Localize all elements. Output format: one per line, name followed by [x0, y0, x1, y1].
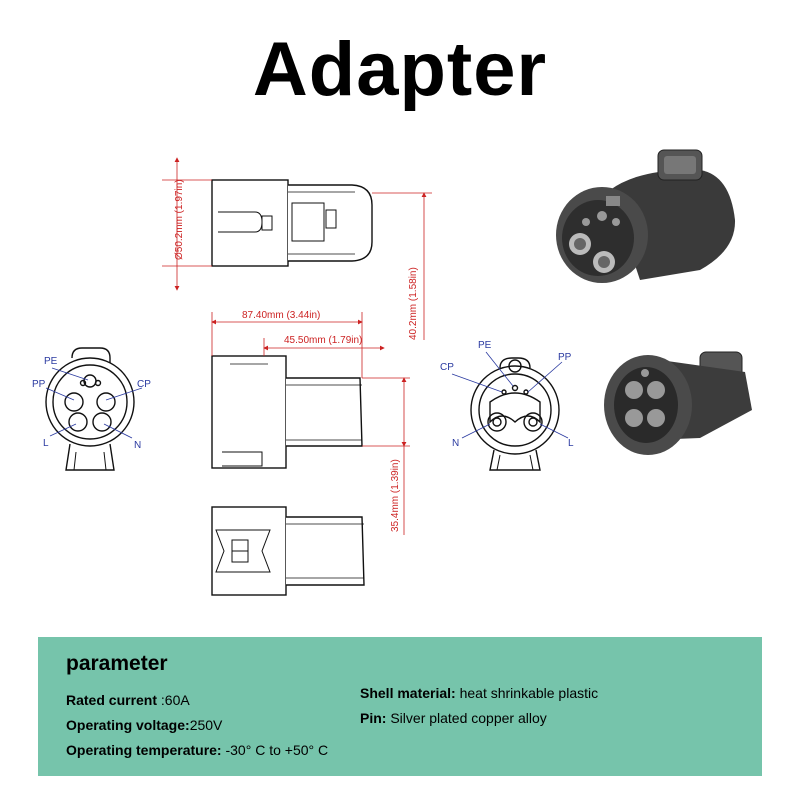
side-view-middle [211, 355, 363, 469]
front-view-left [45, 347, 135, 471]
voltage-row: Operating voltage:250V [66, 717, 222, 733]
pin-label-pe-left: PE [44, 356, 58, 367]
side-view-top [211, 179, 373, 267]
pin-label-pp-right: PP [558, 352, 572, 363]
side-view-bottom [211, 506, 365, 596]
dim-diameter: Ø50.2mm (1.97in) [174, 179, 185, 260]
front-view-right [470, 357, 560, 471]
rated-current-value: :60A [157, 692, 190, 708]
dimension-lines-top [162, 157, 432, 340]
pin-label-pe-right: PE [478, 340, 492, 351]
voltage-label: Operating voltage: [66, 717, 190, 733]
dim-part-length: 45.50mm (1.79in) [284, 335, 362, 346]
dimension-lines-middle [211, 312, 410, 535]
parameter-panel: parameter Rated current :60A Operating v… [38, 637, 762, 776]
pin-label-l-right: L [568, 438, 574, 449]
pin-label-cp-left: CP [137, 379, 151, 390]
pin-label-l-left: L [43, 438, 49, 449]
pin-leaders-left [45, 367, 143, 439]
dim-height-35: 35.4mm (1.39in) [390, 459, 401, 532]
voltage-value: 250V [189, 717, 223, 733]
temperature-row: Operating temperature: -30° C to +50° C [66, 742, 328, 758]
rated-current-row: Rated current :60A [66, 692, 190, 708]
pin-label-n-right: N [452, 438, 459, 449]
page-title: Adapter [252, 27, 548, 112]
dim-height-40: 40.2mm (1.58in) [408, 267, 419, 340]
shell-material-label: Shell material: [360, 685, 456, 701]
pin-material-value: Silver plated copper alloy [386, 710, 547, 726]
rated-current-label: Rated current [66, 692, 158, 708]
pin-label-cp-right: CP [440, 362, 454, 373]
pin-label-n-left: N [134, 440, 141, 451]
parameter-heading: parameter [66, 652, 168, 675]
pin-material-row: Pin: Silver plated copper alloy [360, 710, 547, 726]
pin-label-pp-left: PP [32, 379, 46, 390]
pin-leaders-right [451, 351, 569, 439]
shell-material-value: heat shrinkable plastic [455, 685, 599, 701]
pin-material-label: Pin: [360, 710, 387, 726]
product-photo-front [556, 149, 736, 283]
temperature-label: Operating temperature: [66, 742, 222, 758]
temperature-value: -30° C to +50° C [221, 742, 329, 758]
product-photo-rear [604, 351, 752, 455]
shell-material-row: Shell material: heat shrinkable plastic [360, 685, 598, 701]
dim-total-length: 87.40mm (3.44in) [242, 310, 320, 321]
